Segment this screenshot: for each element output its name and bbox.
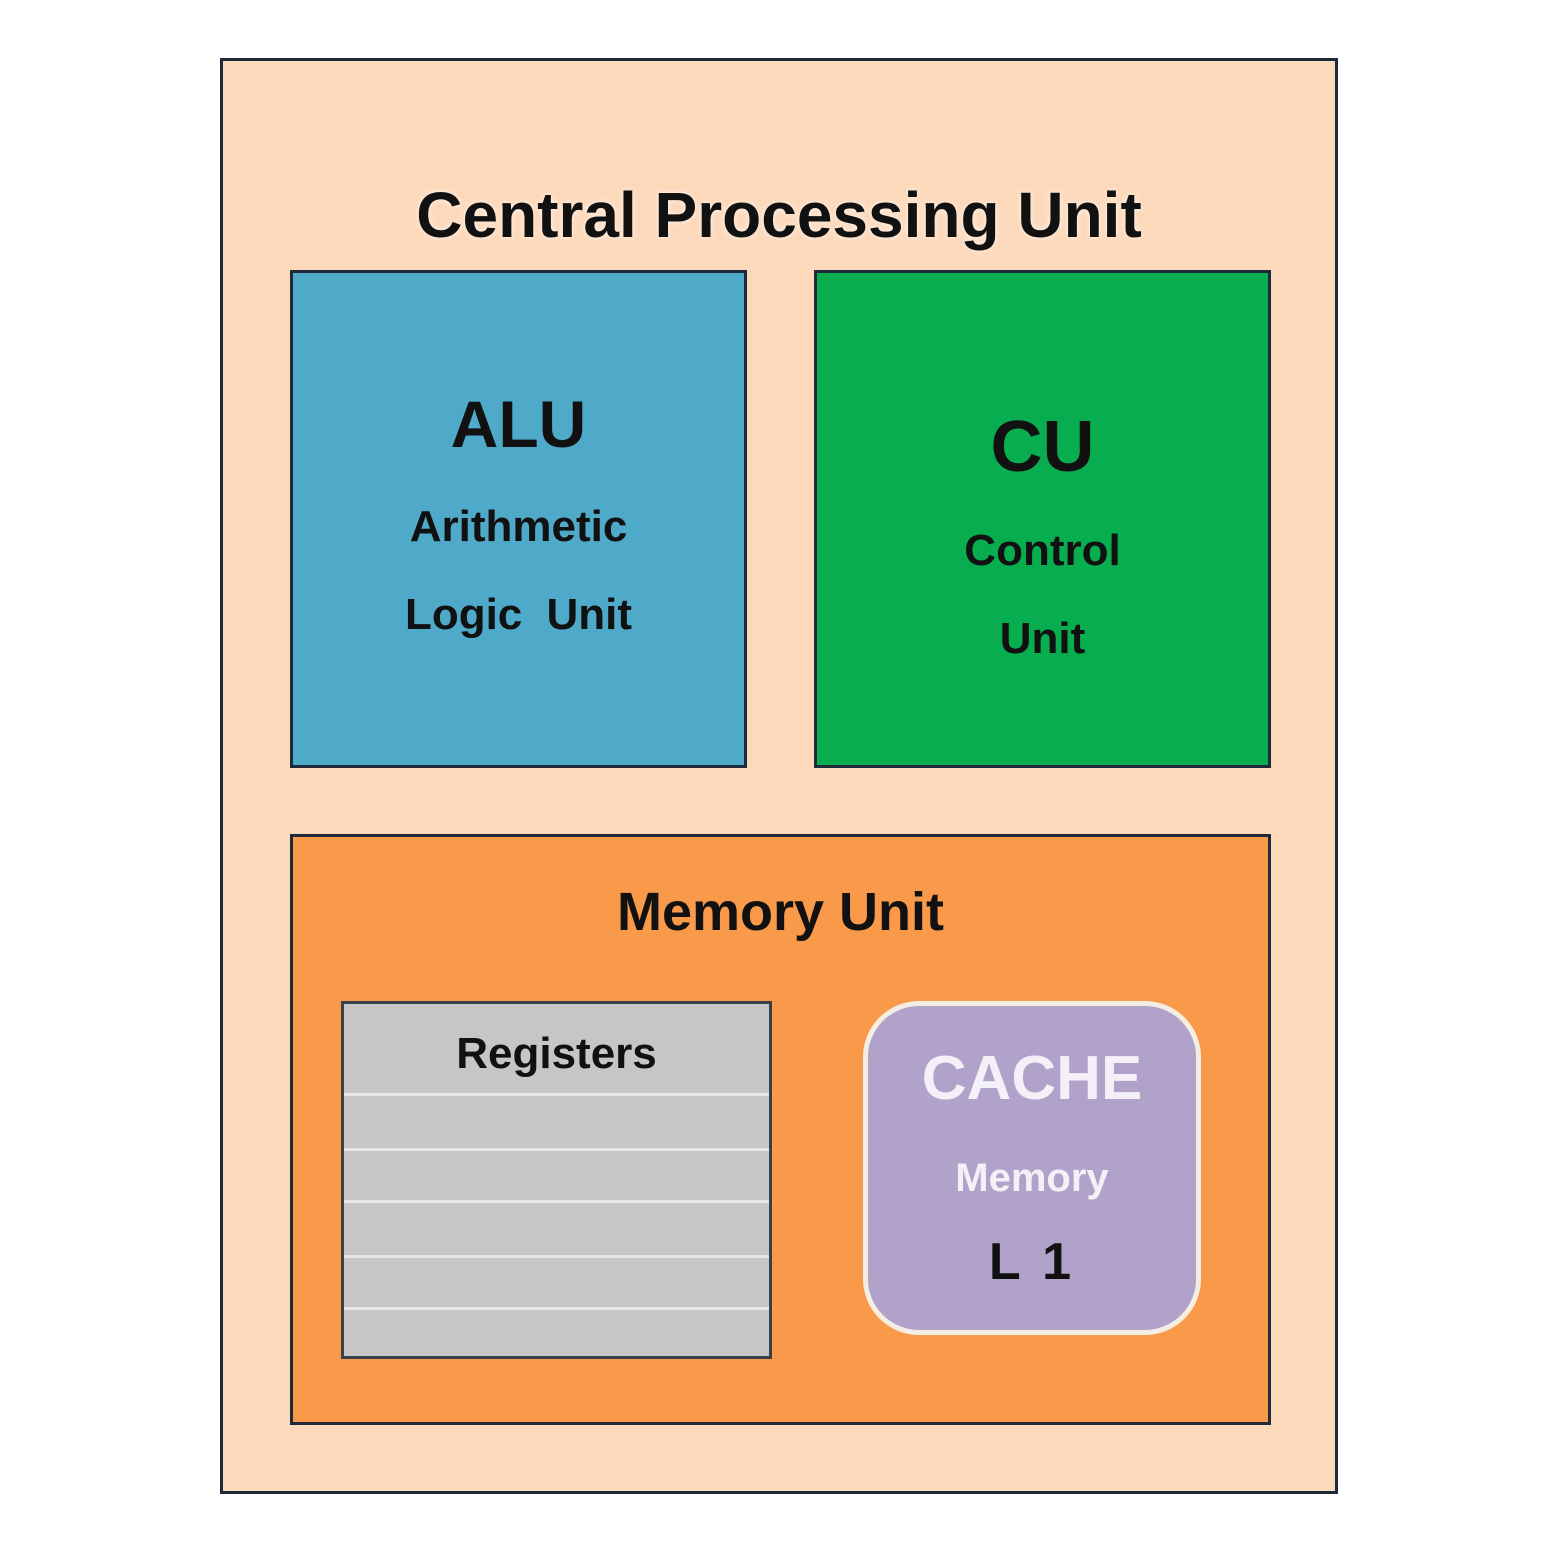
cache-block: CACHE Memory L 1 xyxy=(863,1001,1201,1335)
alu-label-line2: Logic Unit xyxy=(404,590,633,639)
register-row-divider xyxy=(344,1148,769,1151)
cache-label-line1: Memory xyxy=(955,1156,1109,1200)
register-row-divider xyxy=(344,1255,769,1258)
memory-unit-title: Memory Unit xyxy=(616,882,945,942)
cu-abbreviation: CU xyxy=(990,407,1095,487)
registers-title: Registers xyxy=(456,1029,657,1078)
cu-label-line2: Unit xyxy=(999,614,1086,663)
alu-label-line1: Arithmetic xyxy=(409,502,628,551)
memory-unit-block: Memory Unit Registers CACHE Memory L 1 xyxy=(290,834,1271,1425)
alu-block: ALU Arithmetic Logic Unit xyxy=(290,270,747,768)
cache-abbreviation: CACHE xyxy=(921,1044,1143,1113)
cu-block: CU Control Unit xyxy=(814,270,1271,768)
register-row-divider xyxy=(344,1307,769,1310)
alu-abbreviation: ALU xyxy=(450,387,587,461)
registers-block: Registers xyxy=(341,1001,772,1359)
register-row-divider xyxy=(344,1200,769,1203)
cache-label-line2: L 1 xyxy=(988,1233,1076,1291)
register-row-divider xyxy=(344,1093,769,1096)
cpu-title: Central Processing Unit xyxy=(416,179,1142,251)
cu-label-line1: Control xyxy=(964,526,1121,575)
